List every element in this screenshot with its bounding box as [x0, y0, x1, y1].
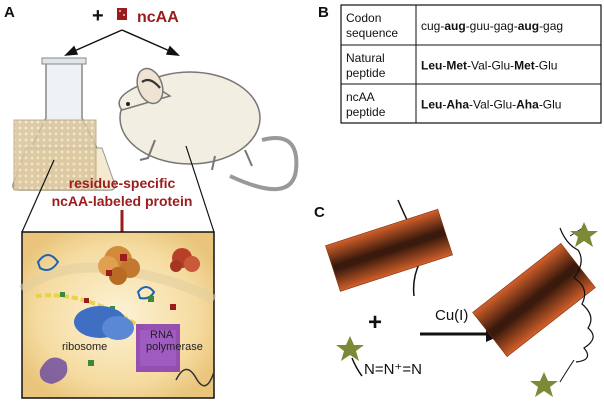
panel-letter-b: B [318, 4, 329, 21]
labeled-protein-line2: ncAA-labeled protein [52, 193, 193, 209]
table-row-sequence: Leu-Met-Val-Glu-Met-Glu [421, 59, 557, 73]
ncaa-icon [117, 8, 127, 20]
rna-polymerase-label-line1: RNA [150, 329, 174, 341]
ribosome-label: ribosome [62, 341, 107, 353]
rna-polymerase-label-line2: polymerase [146, 341, 203, 353]
azide-formula: N=N⁺=N [364, 361, 422, 378]
ncaa-label: ncAA [137, 9, 179, 26]
sequence-segment: -gag [539, 19, 563, 33]
alkyne-star-icon [336, 336, 364, 377]
branch-arrows [64, 29, 180, 56]
zoom-lines [21, 145, 215, 233]
blue-protein-1 [36, 254, 60, 271]
red-protein [170, 248, 200, 272]
sequence-segment: -Val-Glu- [469, 98, 516, 112]
protein-cylinder-labeled [472, 225, 596, 383]
table-row-header-line1: ncAA [346, 90, 375, 104]
sequence-segment: Leu [421, 98, 442, 112]
conjugated-star-icon-top [570, 222, 598, 247]
sequence-segment: -Val-Glu- [467, 59, 514, 73]
table-row-header-line2: sequence [346, 26, 398, 40]
sequence-segment: -Glu [539, 98, 562, 112]
panel-letter-c: C [314, 204, 325, 221]
table-row-header-line2: peptide [346, 105, 386, 119]
sequence-segment: - [442, 59, 446, 73]
table-row-header-line1: Natural [346, 51, 385, 65]
sequence-segment: aug [444, 19, 465, 33]
plus-sign-a: + [92, 5, 104, 27]
protein-cylinder-unlabeled [325, 199, 453, 297]
table-row-sequence: cug-aug-guu-gag-aug-gag [421, 19, 563, 33]
sequence-segment: Leu [421, 59, 442, 73]
table-row-header-line2: peptide [346, 66, 386, 80]
sequence-segment: Aha [446, 98, 469, 112]
panel-a: A + ncAA [4, 4, 299, 399]
sequence-segment: Aha [516, 98, 539, 112]
sequence-segment: Met [446, 59, 467, 73]
panel-c: C + N=N⁺=N Cu(I) [314, 199, 598, 397]
plus-sign-c: + [368, 309, 382, 336]
dna-strand [175, 368, 215, 387]
labeled-protein-line1: residue-specific [69, 175, 176, 191]
conjugated-star-icon-bottom [530, 372, 558, 397]
green-ncaa-marker [88, 360, 94, 366]
sequence-segment: Met [514, 59, 535, 73]
table-row-sequence: Leu-Aha-Val-Glu-Aha-Glu [421, 98, 561, 112]
sequence-segment: -guu-gag- [466, 19, 518, 33]
catalyst-label: Cu(I) [435, 307, 468, 324]
mouse-icon [118, 67, 299, 191]
panel-letter-a: A [4, 4, 15, 21]
green-ncaa-marker-2 [148, 296, 154, 302]
cell-culture-patch [13, 119, 97, 191]
labeled-protein-cluster [98, 246, 140, 285]
blue-protein-2 [136, 286, 156, 300]
sequence-segment: cug- [421, 19, 444, 33]
ribosome-icon [74, 306, 134, 340]
red-ncaa-marker [170, 304, 176, 310]
sequence-segment: - [442, 98, 446, 112]
sequence-segment: aug [518, 19, 539, 33]
sequence-segment: -Glu [535, 59, 558, 73]
rna-polymerase-icon [136, 324, 180, 372]
table-row-header-line1: Codon [346, 11, 381, 25]
purple-protein [39, 357, 68, 384]
